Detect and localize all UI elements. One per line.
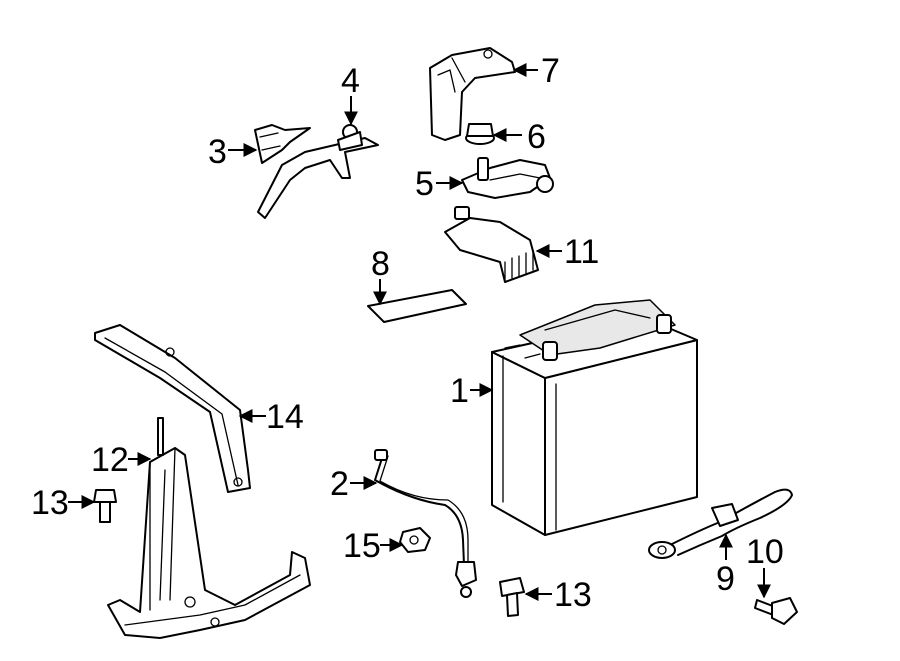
- battery-tray-part: [107, 417, 311, 639]
- callout-10: 10: [746, 533, 784, 571]
- callout-12: 12: [91, 441, 129, 479]
- callout-1: 1: [450, 372, 469, 410]
- callout-labels: 1 2 3 4 5 6 7 8 9 10 11 12 13 13 14 15: [31, 52, 784, 614]
- bolt-part-13a: [93, 489, 117, 523]
- callout-15: 15: [343, 527, 381, 565]
- callout-3: 3: [208, 133, 227, 171]
- support-bracket-part: [94, 324, 251, 493]
- callout-7: 7: [541, 52, 560, 90]
- hold-down-bracket-part: [257, 124, 379, 219]
- terminal-cover-part: [429, 47, 516, 141]
- callout-13b: 13: [554, 576, 592, 614]
- label-part: [367, 289, 467, 323]
- battery-part: [491, 299, 698, 536]
- bolt-part-13b: [499, 577, 525, 617]
- hold-down-clamp-part: [254, 124, 311, 164]
- callout-9: 9: [716, 560, 735, 598]
- ground-cable-part: [374, 449, 477, 598]
- callout-8: 8: [371, 245, 390, 283]
- bolt-part-10: [754, 597, 798, 625]
- callout-6: 6: [527, 118, 546, 156]
- callout-2: 2: [330, 465, 349, 503]
- terminal-block-part: [444, 206, 539, 283]
- callout-13a: 13: [31, 484, 69, 522]
- leader-lines: [68, 63, 771, 601]
- callout-5: 5: [415, 165, 434, 203]
- callout-14: 14: [266, 398, 304, 436]
- positive-terminal-part: [461, 157, 554, 199]
- nut-part-15: [399, 527, 431, 553]
- callout-4: 4: [341, 62, 360, 100]
- callout-11: 11: [564, 233, 599, 271]
- nut-part-6: [465, 123, 495, 145]
